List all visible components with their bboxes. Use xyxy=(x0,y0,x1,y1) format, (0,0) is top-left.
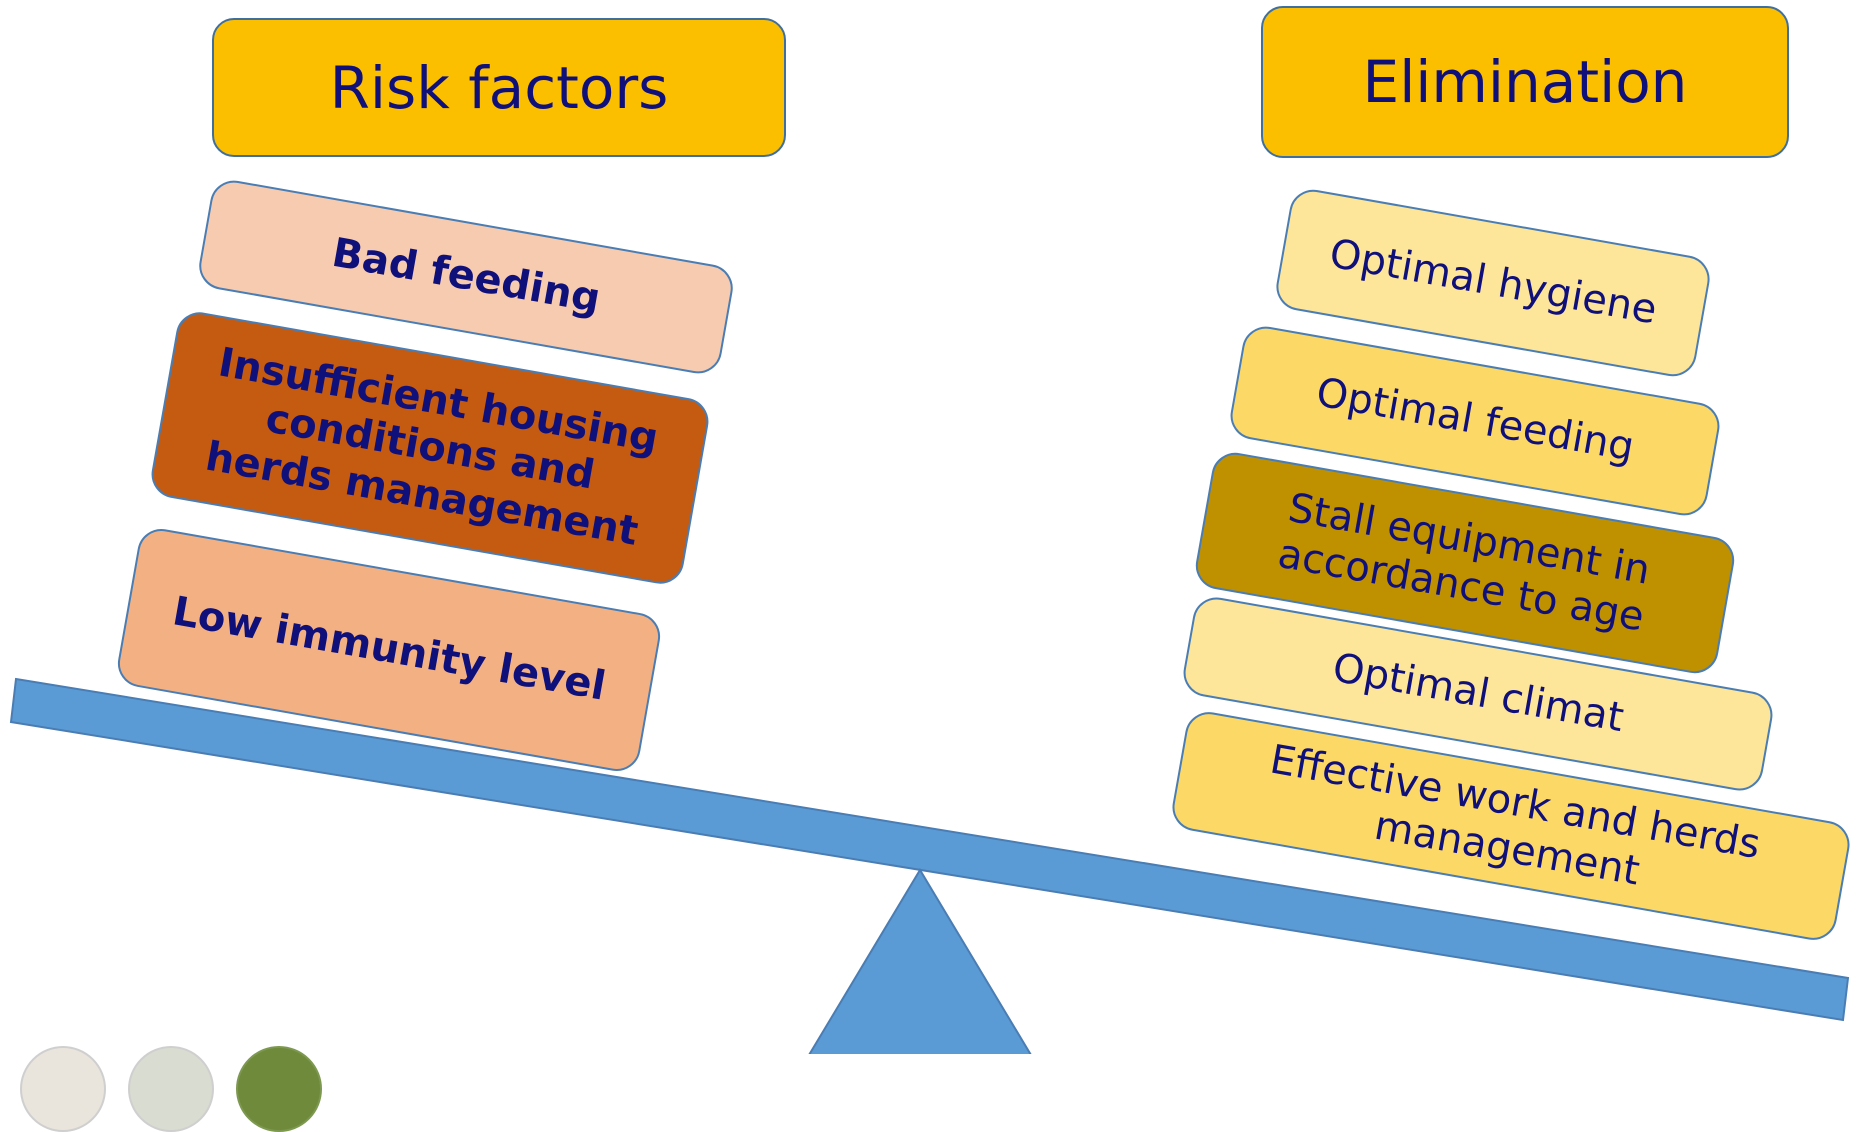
elimination-header-label: Elimination xyxy=(1362,48,1688,116)
elim-box-label: Optimal hygiene xyxy=(1326,231,1661,334)
photo-thumbnail xyxy=(20,1046,106,1132)
seesaw xyxy=(9,677,1850,1054)
risk-factors-header: Risk factors xyxy=(212,18,786,157)
fulcrum-triangle xyxy=(808,868,1032,1054)
seesaw-beam xyxy=(9,677,1850,1022)
elim-box-label: Optimal feeding xyxy=(1312,369,1638,471)
photo-thumbnail xyxy=(236,1046,322,1132)
elimination-header: Elimination xyxy=(1261,6,1789,158)
risk-box-label: Bad feeding xyxy=(328,230,604,323)
balance-diagram: Risk factors Elimination Bad feeding Ins… xyxy=(9,6,1854,1132)
risk-box-label: Low immunity level xyxy=(169,588,610,711)
risk-factors-header-label: Risk factors xyxy=(329,53,669,122)
photo-thumbnail xyxy=(128,1046,214,1132)
